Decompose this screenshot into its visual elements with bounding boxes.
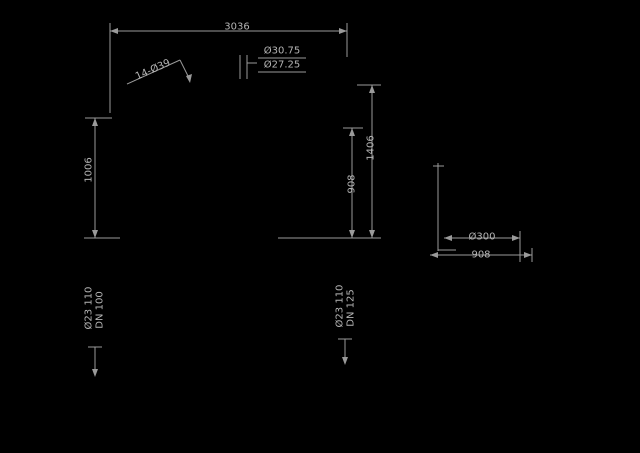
- dim-overall-width-lines: [109, 23, 348, 113]
- arrow-up-icon: [369, 85, 375, 93]
- arrow-right-icon: [524, 252, 532, 258]
- arrow-down-icon: [186, 74, 192, 83]
- arrow-down-icon: [342, 357, 348, 365]
- dim-right-outer-lines: [278, 84, 381, 239]
- nozzle-top-inner-label: Ø27.25: [263, 59, 301, 71]
- arrow-left-icon: [110, 28, 118, 34]
- arrow-down-icon: [349, 230, 355, 238]
- arrow-down-icon: [92, 369, 98, 377]
- arrow-left-icon: [430, 252, 438, 258]
- nozzle-bottom-right-spec2-label: DN 125: [345, 289, 357, 327]
- nozzle-bottom-left-spec1-label: Ø23 110: [83, 286, 95, 330]
- dim-right-outer-label: 1406: [365, 135, 377, 161]
- dim-right-inner-label: 908: [346, 174, 358, 194]
- dim-left-height-label: 1006: [83, 157, 95, 183]
- nozzle-bottom-right-spec1-label: Ø23 110: [334, 284, 346, 328]
- arrow-down-icon: [92, 230, 98, 238]
- arrow-right-icon: [339, 28, 347, 34]
- arrow-up-icon: [92, 118, 98, 126]
- arrow-down-icon: [369, 230, 375, 238]
- nozzle-top-lines: [239, 55, 306, 79]
- dim-left-height-lines: [84, 117, 120, 239]
- nozzle-bottom-left-spec2-label: DN 100: [94, 291, 106, 329]
- arrow-right-icon: [512, 235, 520, 241]
- arrow-up-icon: [349, 128, 355, 136]
- nozzle-top-outer-label: Ø30.75: [263, 45, 301, 57]
- side-dim-diameter-label: Ø300: [468, 231, 496, 243]
- nozzle-bottom-left-lines: [88, 346, 102, 377]
- nozzle-bottom-right-lines: [338, 338, 352, 365]
- side-dim-length-label: 908: [471, 249, 491, 261]
- side-view-lines: [430, 163, 533, 262]
- dim-overall-width-label: 3036: [224, 21, 250, 33]
- arrow-left-icon: [444, 235, 452, 241]
- bolt-holes-leader-lines: [126, 59, 192, 85]
- dim-right-inner-lines: [343, 127, 363, 238]
